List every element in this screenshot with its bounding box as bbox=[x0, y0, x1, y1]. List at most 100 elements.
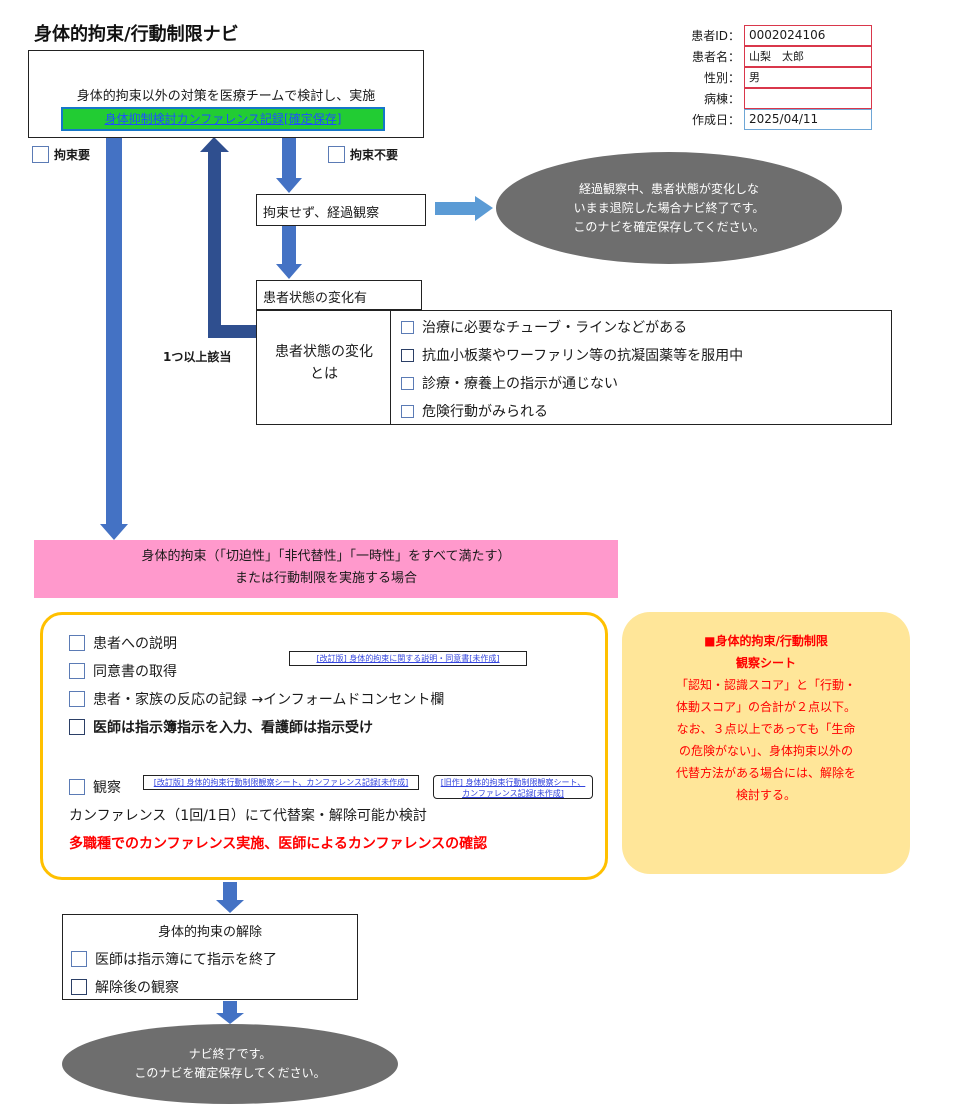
end-oval-line-2: このナビを確定保存してください。 bbox=[134, 1066, 326, 1080]
restraint-condition-line-1: 身体的拘束（「切迫性」「非代替性」「一時性」をすべて満たす） bbox=[141, 549, 511, 564]
conference-record-save-button[interactable]: 身体抑制検討カンファレンス記録[確定保存] bbox=[61, 107, 385, 131]
arrow-required-shaft bbox=[106, 138, 122, 524]
observe-text: 拘束せず、経過観察 bbox=[263, 206, 380, 221]
note-title-2: 観察シート bbox=[735, 656, 796, 670]
procedure-observe-checkbox[interactable] bbox=[69, 779, 85, 795]
procedure-explain-checkbox[interactable] bbox=[69, 635, 85, 651]
restraint-condition-line-2: または行動制限を実施する場合 bbox=[234, 571, 417, 586]
release-header: 身体的拘束の解除 bbox=[157, 925, 262, 940]
arrow-right-shaft bbox=[435, 202, 475, 215]
restraint-condition-banner: 身体的拘束（「切迫性」「非代替性」「一時性」をすべて満たす） または行動制限を実… bbox=[34, 540, 618, 598]
procedure-item-explain[interactable]: 患者への説明 bbox=[69, 633, 177, 653]
procedure-order-label: 医師は指示簿指示を入力、看護師は指示受け bbox=[93, 720, 373, 736]
top-measures-text: 身体的拘束以外の対策を医療チームで検討し、実施 bbox=[76, 89, 376, 104]
change-item-2[interactable]: 抗血小板薬やワーファリン等の抗凝固薬等を服用中 bbox=[401, 345, 743, 365]
patient-name-label: 患者名： bbox=[691, 50, 740, 64]
release-end-order-checkbox[interactable] bbox=[71, 951, 87, 967]
branch-required[interactable]: 拘束要 bbox=[32, 146, 90, 163]
note-line-1: 「認知・認識スコア」と「行動・ bbox=[675, 678, 856, 692]
procedure-item-record[interactable]: 患者・家族の反応の記録 →インフォームドコンセント欄 bbox=[69, 689, 444, 709]
not-required-label: 拘束不要 bbox=[350, 148, 399, 162]
observation-sheet-button[interactable]: [改訂版] 身体的拘束行動制限観察シート、カンファレンス記録[未作成] bbox=[143, 775, 419, 790]
note-line-4: の危険がない」、身体拘束以外の bbox=[678, 744, 853, 758]
observation-sheet-old-button[interactable]: [旧作] 身体的拘束行動制限観察シート、カンファレンス記録[未作成] bbox=[433, 775, 593, 799]
change-label-line-1: 患者状態の変化 bbox=[275, 344, 373, 360]
change-item-4[interactable]: 危険行動がみられる bbox=[401, 401, 548, 421]
arrow-not-required-head bbox=[276, 178, 302, 193]
required-label: 拘束要 bbox=[54, 148, 91, 162]
arrow-end-head bbox=[216, 1013, 244, 1024]
change-label-line-2: とは bbox=[310, 366, 338, 382]
release-box: 身体的拘束の解除 医師は指示簿にて指示を終了 解除後の観察 bbox=[62, 914, 358, 1000]
release-end-order-label: 医師は指示簿にて指示を終了 bbox=[95, 952, 277, 968]
change-item-3[interactable]: 診療・療養上の指示が通じない bbox=[401, 373, 618, 393]
note-line-3: なお、３点以上であっても「生命 bbox=[676, 722, 856, 736]
change-item-1[interactable]: 治療に必要なチューブ・ラインなどがある bbox=[401, 317, 687, 337]
note-line-2: 体動スコア」の合計が２点以下。 bbox=[675, 700, 856, 714]
conference-text: カンファレンス（1回/1日）にて代替案・解除可能か検討 bbox=[69, 808, 427, 824]
procedure-observe-label: 観察 bbox=[93, 780, 121, 796]
arrow-end-shaft bbox=[223, 1001, 237, 1013]
procedure-item-observe[interactable]: 観察 bbox=[69, 777, 121, 797]
observe-oval-line-1: 経過観察中、患者状態が変化しな bbox=[578, 181, 759, 196]
procedure-item-consent[interactable]: 同意書の取得 bbox=[69, 661, 177, 681]
procedure-record-checkbox[interactable] bbox=[69, 691, 85, 707]
change-header-box: 患者状態の変化有 bbox=[256, 280, 422, 310]
navi-end-oval: ナビ終了です。 このナビを確定保存してください。 bbox=[62, 1024, 398, 1104]
arrow-change-shaft bbox=[282, 226, 296, 264]
arrow-release-shaft bbox=[223, 882, 237, 900]
consent-form-button[interactable]: [改訂版] 身体的拘束に関する説明・同意書[未作成] bbox=[289, 651, 527, 666]
procedure-explain-label: 患者への説明 bbox=[93, 636, 177, 652]
required-checkbox[interactable] bbox=[32, 146, 49, 163]
release-observe-checkbox[interactable] bbox=[71, 979, 87, 995]
change-item-4-label: 危険行動がみられる bbox=[422, 404, 548, 420]
procedure-item-order[interactable]: 医師は指示簿指示を入力、看護師は指示受け bbox=[69, 717, 373, 737]
arrow-release-head bbox=[216, 900, 244, 913]
created-date-field[interactable]: 2025/04/11 bbox=[744, 109, 872, 130]
procedure-record-label: 患者・家族の反応の記録 →インフォームドコンセント欄 bbox=[93, 692, 445, 708]
arrow-right-head bbox=[475, 196, 493, 221]
patient-id-label: 患者ID： bbox=[691, 29, 740, 43]
change-items-cell: 治療に必要なチューブ・ラインなどがある 抗血小板薬やワーファリン等の抗凝固薬等を… bbox=[390, 310, 892, 425]
procedure-consent-checkbox[interactable] bbox=[69, 663, 85, 679]
not-required-checkbox[interactable] bbox=[328, 146, 345, 163]
change-item-3-checkbox[interactable] bbox=[401, 376, 414, 390]
note-line-6: 検討する。 bbox=[735, 788, 796, 802]
arrow-not-required-shaft bbox=[282, 138, 296, 178]
conference-red-note: 多職種でのカンファレンス実施、医師によるカンファレンスの確認 bbox=[69, 836, 488, 852]
change-item-4-checkbox[interactable] bbox=[401, 404, 414, 418]
created-date-label: 作成日： bbox=[691, 113, 740, 127]
one-or-more-label: 1つ以上該当 bbox=[163, 350, 232, 364]
branch-not-required[interactable]: 拘束不要 bbox=[328, 146, 398, 163]
change-item-2-checkbox[interactable] bbox=[401, 348, 414, 362]
change-label-cell: 患者状態の変化 とは bbox=[256, 310, 392, 425]
change-header: 患者状態の変化有 bbox=[263, 291, 368, 306]
release-item-end-order[interactable]: 医師は指示簿にて指示を終了 bbox=[71, 949, 277, 969]
release-observe-label: 解除後の観察 bbox=[95, 980, 179, 996]
observe-oval-line-2: いまま退院した場合ナビ終了です。 bbox=[573, 200, 765, 215]
procedure-order-checkbox[interactable] bbox=[69, 719, 85, 735]
arrow-loop-vertical bbox=[208, 152, 221, 338]
restraint-procedure-box: 患者への説明 同意書の取得 [改訂版] 身体的拘束に関する説明・同意書[未作成]… bbox=[40, 612, 608, 880]
note-line-5: 代替方法がある場合には、解除を bbox=[675, 766, 856, 780]
arrow-loop-head bbox=[200, 137, 229, 152]
observe-end-oval: 経過観察中、患者状態が変化しな いまま退院した場合ナビ終了です。 このナビを確定… bbox=[496, 152, 842, 264]
observe-oval-line-3: このナビを確定保存してください。 bbox=[573, 219, 765, 234]
procedure-consent-label: 同意書の取得 bbox=[93, 664, 177, 680]
page-title: 身体的拘束/行動制限ナビ bbox=[34, 24, 239, 45]
change-item-1-checkbox[interactable] bbox=[401, 320, 414, 334]
patient-id-field[interactable]: 0002024106 bbox=[744, 25, 872, 46]
patient-ward-label: 病棟： bbox=[703, 92, 740, 106]
patient-name-field[interactable]: 山梨 太郎 bbox=[744, 46, 872, 67]
patient-ward-field[interactable] bbox=[744, 88, 872, 109]
patient-sex-field[interactable]: 男 bbox=[744, 67, 872, 88]
end-oval-line-1: ナビ終了です。 bbox=[188, 1047, 272, 1061]
change-item-2-label: 抗血小板薬やワーファリン等の抗凝固薬等を服用中 bbox=[422, 348, 744, 364]
patient-sex-label: 性別： bbox=[703, 71, 740, 85]
release-item-observe[interactable]: 解除後の観察 bbox=[71, 977, 179, 997]
observe-box: 拘束せず、経過観察 bbox=[256, 194, 426, 226]
change-item-3-label: 診療・療養上の指示が通じない bbox=[422, 376, 618, 392]
change-item-1-label: 治療に必要なチューブ・ラインなどがある bbox=[422, 320, 688, 336]
arrow-change-head bbox=[276, 264, 302, 279]
